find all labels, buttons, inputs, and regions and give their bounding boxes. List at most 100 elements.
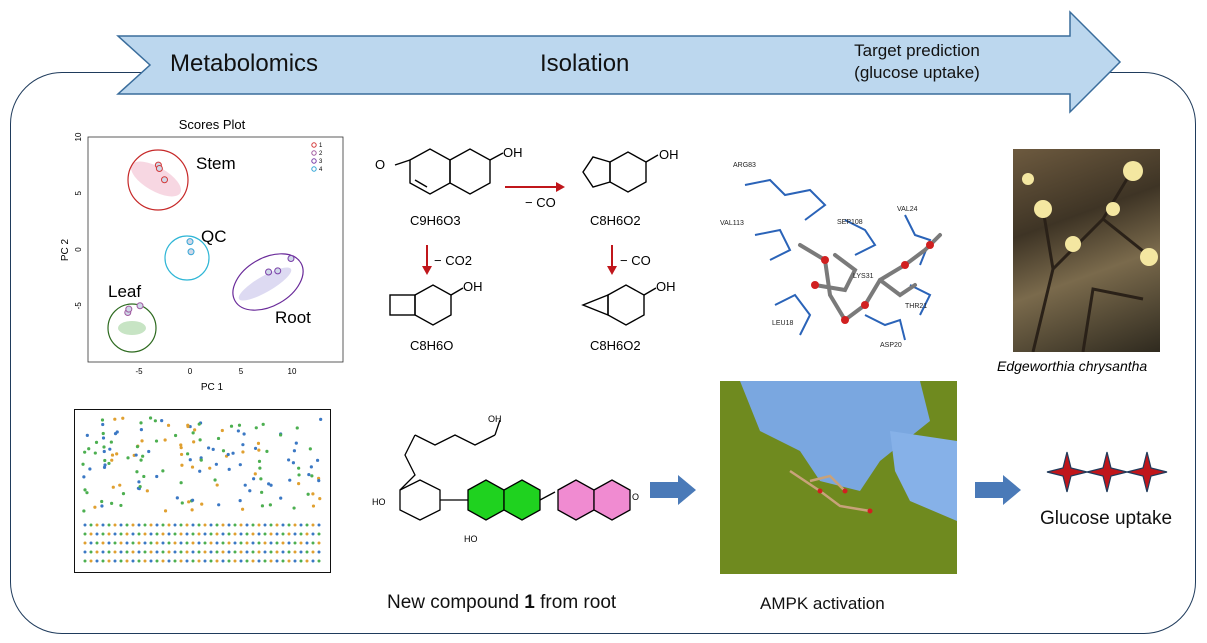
network-singleton-node — [89, 550, 93, 554]
network-singleton-node — [203, 532, 207, 536]
network-singleton-node — [179, 559, 183, 563]
network-singleton-node — [179, 523, 183, 527]
network-node — [190, 508, 194, 512]
svg-text:VAL24: VAL24 — [897, 206, 918, 213]
network-node — [103, 463, 107, 467]
formula-coumarin: C9H6O3 — [410, 213, 461, 228]
network-singleton-node — [173, 532, 177, 536]
network-singleton-node — [125, 532, 129, 536]
network-singleton-node — [245, 559, 249, 563]
network-singleton-node — [173, 523, 177, 527]
network-singleton-node — [293, 541, 297, 545]
network-singleton-node — [185, 550, 189, 554]
network-singleton-node — [167, 532, 171, 536]
network-node — [110, 458, 114, 462]
network-singleton-node — [203, 523, 207, 527]
network-singleton-node — [269, 559, 273, 563]
network-singleton-node — [245, 523, 249, 527]
network-node — [221, 449, 226, 453]
scatter-point-series-4 — [187, 248, 195, 256]
network-node — [103, 458, 107, 463]
network-singleton-node — [287, 550, 291, 554]
network-node — [278, 433, 283, 437]
stem-inner-ellipse — [131, 161, 181, 197]
x-tick-label: 5 — [239, 367, 244, 376]
benzocyclobutenol-structure — [389, 284, 464, 326]
network-singleton-node — [185, 559, 189, 563]
step-target-line2: (glucose uptake) — [854, 63, 980, 82]
points-layer — [124, 161, 295, 316]
network-node — [268, 503, 272, 507]
y-tick-label: 5 — [74, 190, 83, 195]
network-node — [197, 422, 201, 426]
formula-benzofuranol: C8H6O2 — [590, 213, 641, 228]
network-node — [297, 482, 301, 486]
network-singleton-node — [293, 550, 297, 554]
network-singleton-node — [275, 532, 279, 536]
network-node — [294, 441, 298, 445]
network-singleton-node — [227, 523, 231, 527]
loss-co2-label: − CO2 — [434, 253, 472, 268]
network-singleton-node — [281, 541, 285, 545]
network-singleton-node — [83, 523, 87, 527]
network-node — [109, 440, 113, 444]
workflow-arrow — [116, 10, 1122, 114]
network-node — [242, 432, 246, 436]
network-singleton-node — [239, 550, 243, 554]
qc-ellipse — [164, 235, 210, 281]
network-singleton-node — [197, 550, 201, 554]
network-singleton-node — [263, 523, 267, 527]
network-node — [142, 474, 146, 479]
network-singleton-node — [137, 523, 141, 527]
group-label-leaf: Leaf — [108, 282, 141, 301]
bicyclo-oh: OH — [656, 279, 676, 294]
network-node — [113, 417, 117, 421]
network-singleton-node — [233, 550, 237, 554]
network-singleton-node — [203, 550, 207, 554]
network-singleton-node — [257, 550, 261, 554]
network-singleton-node — [239, 523, 243, 527]
oxygen-atoms — [811, 241, 934, 324]
network-node — [200, 502, 204, 506]
network-node — [140, 439, 144, 443]
loss-co-label-1: − CO — [525, 195, 556, 210]
network-node — [256, 441, 261, 445]
network-node — [93, 505, 97, 509]
network-node — [180, 501, 184, 505]
network-node — [306, 492, 310, 496]
network-singleton-node — [137, 532, 141, 536]
network-singleton-node — [209, 523, 213, 527]
network-singleton-node — [299, 559, 303, 563]
network-node — [260, 490, 264, 494]
legend-marker-1 — [311, 142, 317, 148]
network-singleton-node — [317, 523, 321, 527]
network-singleton-node — [167, 550, 171, 554]
network-singleton-node — [311, 532, 315, 536]
network-singleton-node — [191, 550, 195, 554]
network-singleton-node — [287, 532, 291, 536]
network-singleton-node — [143, 523, 147, 527]
network-singleton-node — [101, 541, 105, 545]
root-inner-ellipse — [238, 267, 292, 301]
scatter-point-series-2 — [136, 302, 144, 310]
network-singleton-node — [281, 559, 285, 563]
network-singleton-node — [239, 541, 243, 545]
network-node — [217, 503, 221, 507]
network-singleton-node — [239, 532, 243, 536]
network-singleton-node — [83, 550, 87, 554]
network-singleton-node — [179, 550, 183, 554]
y-tick-label: 10 — [74, 132, 83, 141]
network-singleton-node — [155, 541, 159, 545]
network-singleton-node — [119, 559, 123, 563]
network-singleton-node — [251, 550, 255, 554]
network-node — [82, 475, 86, 479]
network-singleton-node — [299, 550, 303, 554]
network-singleton-node — [95, 523, 99, 527]
network-node — [238, 499, 242, 503]
network-singleton-node — [107, 559, 111, 563]
network-node — [138, 485, 142, 489]
network-singleton-node — [263, 541, 267, 545]
network-node — [311, 504, 316, 508]
network-node — [191, 431, 195, 435]
